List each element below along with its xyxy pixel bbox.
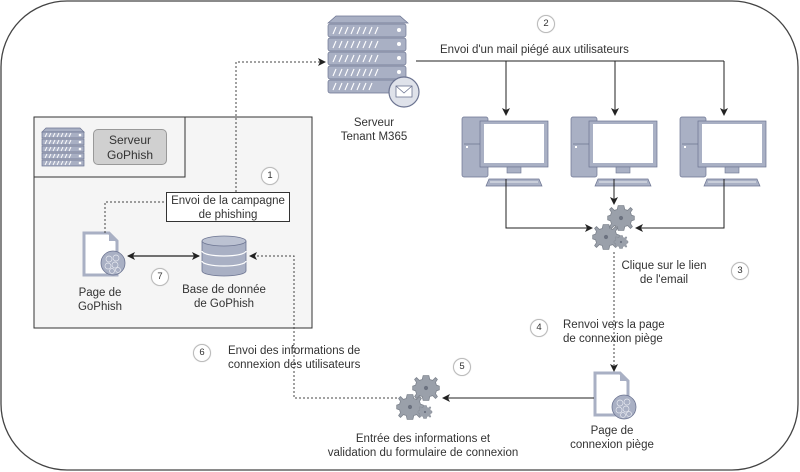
- gophish-server-line1: Serveur: [108, 133, 152, 147]
- desktop-computer-icon: [570, 116, 658, 187]
- gophish-page-line1: Page de: [78, 287, 122, 299]
- step-badge-7: 7: [151, 268, 169, 286]
- trap-page-line2: connexion piège: [570, 439, 654, 451]
- step-2-label: Envoi d'un mail piégé aux utilisateurs: [440, 44, 629, 56]
- step-5-label: Entrée des informations et validation du…: [318, 432, 528, 460]
- step-badge-6: 6: [193, 344, 211, 362]
- web-page-icon: [593, 371, 637, 420]
- step-1-line1: Envoi de la campagne: [171, 195, 285, 207]
- step-5-line2: validation du formulaire de connexion: [327, 447, 519, 459]
- step-badge-3: 3: [731, 262, 749, 280]
- trap-page-label: Page de connexion piège: [560, 424, 664, 452]
- step-6-line2: connexion des utilisateurs: [228, 359, 361, 371]
- step-badge-2: 2: [537, 15, 555, 33]
- m365-server-label: Serveur Tenant M365: [330, 116, 418, 144]
- connector-form-to-database: [249, 252, 397, 399]
- database-line1: Base de donnée: [182, 284, 266, 296]
- database-icon: [201, 235, 247, 277]
- step-4-line2: de connexion piège: [563, 333, 663, 345]
- connector-ws1-to-gears: [505, 179, 593, 232]
- mail-server-icon: [327, 15, 420, 108]
- connector-ws3-to-gears: [635, 179, 725, 232]
- step-4-label: Renvoi vers la page de connexion piège: [563, 318, 683, 346]
- m365-server-line2: Tenant M365: [340, 131, 408, 143]
- desktop-computer-icon: [461, 116, 549, 187]
- step-6-line1: Envoi des informations de: [228, 345, 361, 357]
- gophish-server-line2: GoPhish: [106, 148, 154, 162]
- database-label: Base de donnée de GoPhish: [172, 283, 276, 311]
- m365-server-line1: Serveur: [353, 117, 395, 129]
- server-rack-icon: [41, 127, 85, 167]
- gophish-page-line2: GoPhish: [77, 301, 123, 313]
- step-badge-5: 5: [453, 358, 471, 376]
- step-4-line1: Renvoi vers la page: [563, 319, 665, 331]
- step-3-line1: Clique sur le lien: [621, 260, 707, 272]
- step-badge-4: 4: [530, 319, 548, 337]
- step-1-line2: de phishing: [198, 209, 258, 221]
- step-3-label: Clique sur le lien de l'email: [614, 259, 714, 287]
- desktop-computer-icon: [679, 116, 767, 187]
- step-1-label: Envoi de la campagne de phishing: [166, 192, 290, 222]
- database-line2: de GoPhish: [193, 298, 255, 310]
- gophish-server-label: Serveur GoPhish: [93, 129, 167, 165]
- trap-page-line1: Page de: [590, 425, 634, 437]
- connector-campaign-to-m365: [235, 58, 326, 192]
- step-badge-1: 1: [261, 167, 279, 185]
- gophish-page-label: Page de GoPhish: [62, 286, 138, 314]
- step-6-label: Envoi des informations de connexion des …: [228, 344, 378, 372]
- step-5-line1: Entrée des informations et: [355, 433, 491, 445]
- step-3-line2: de l'email: [639, 274, 689, 286]
